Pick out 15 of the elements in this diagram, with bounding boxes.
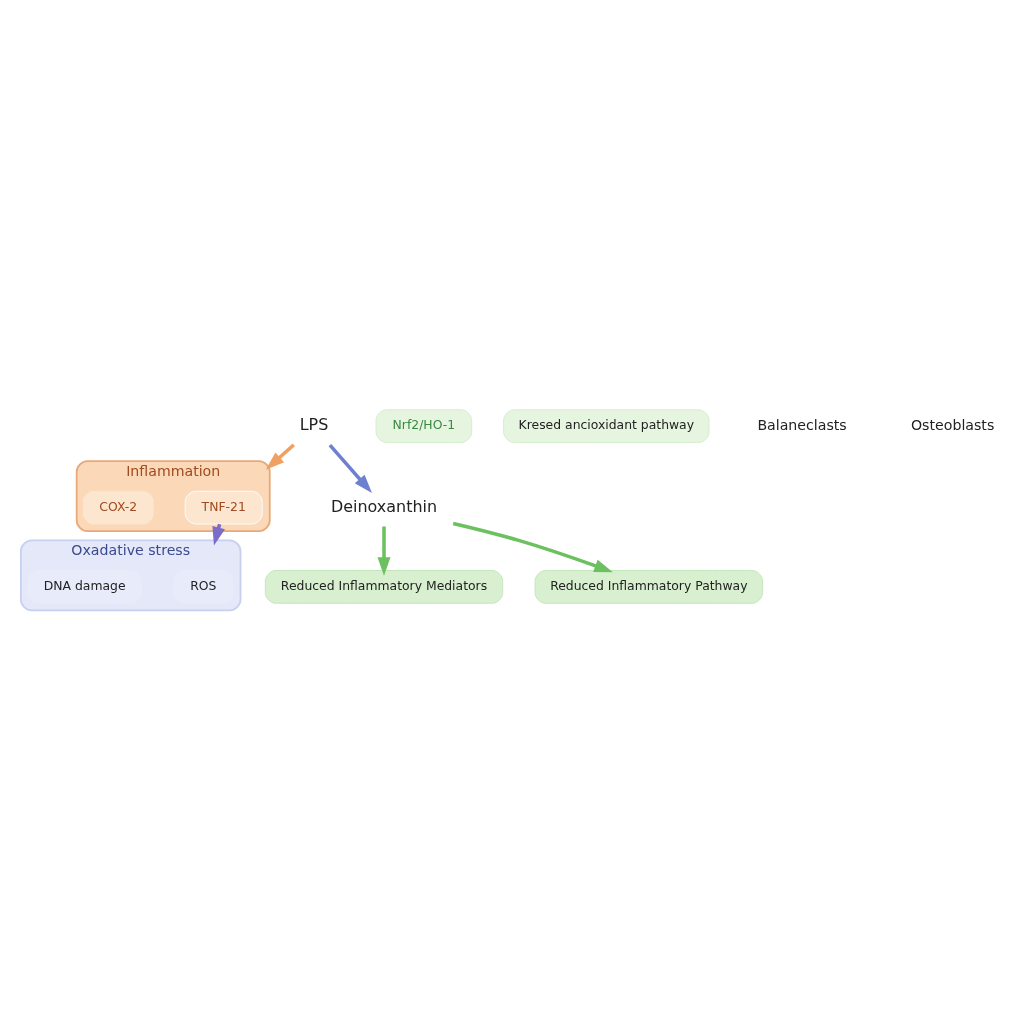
node-text: DNA damage (43, 577, 126, 593)
node-text: LPS (299, 414, 329, 434)
node-box: Reduced Inflammatory Pathway (534, 569, 764, 604)
node-box: Reduced Inflammatory Mediators (264, 569, 504, 604)
node-box: TNF-21 (184, 490, 263, 524)
node-box: Nrf2/HO-1 (375, 408, 473, 443)
arrow (377, 526, 391, 576)
node-text: ROS (190, 577, 217, 593)
label: Osteoblasts (910, 416, 995, 433)
label: Balaneclasts (757, 416, 847, 433)
arrow (328, 443, 372, 493)
arrow (265, 443, 295, 470)
arrow (452, 521, 613, 572)
node-text: Deinoxanthin (330, 496, 438, 516)
node-box: Kresed ancioxidant pathway (503, 408, 710, 443)
